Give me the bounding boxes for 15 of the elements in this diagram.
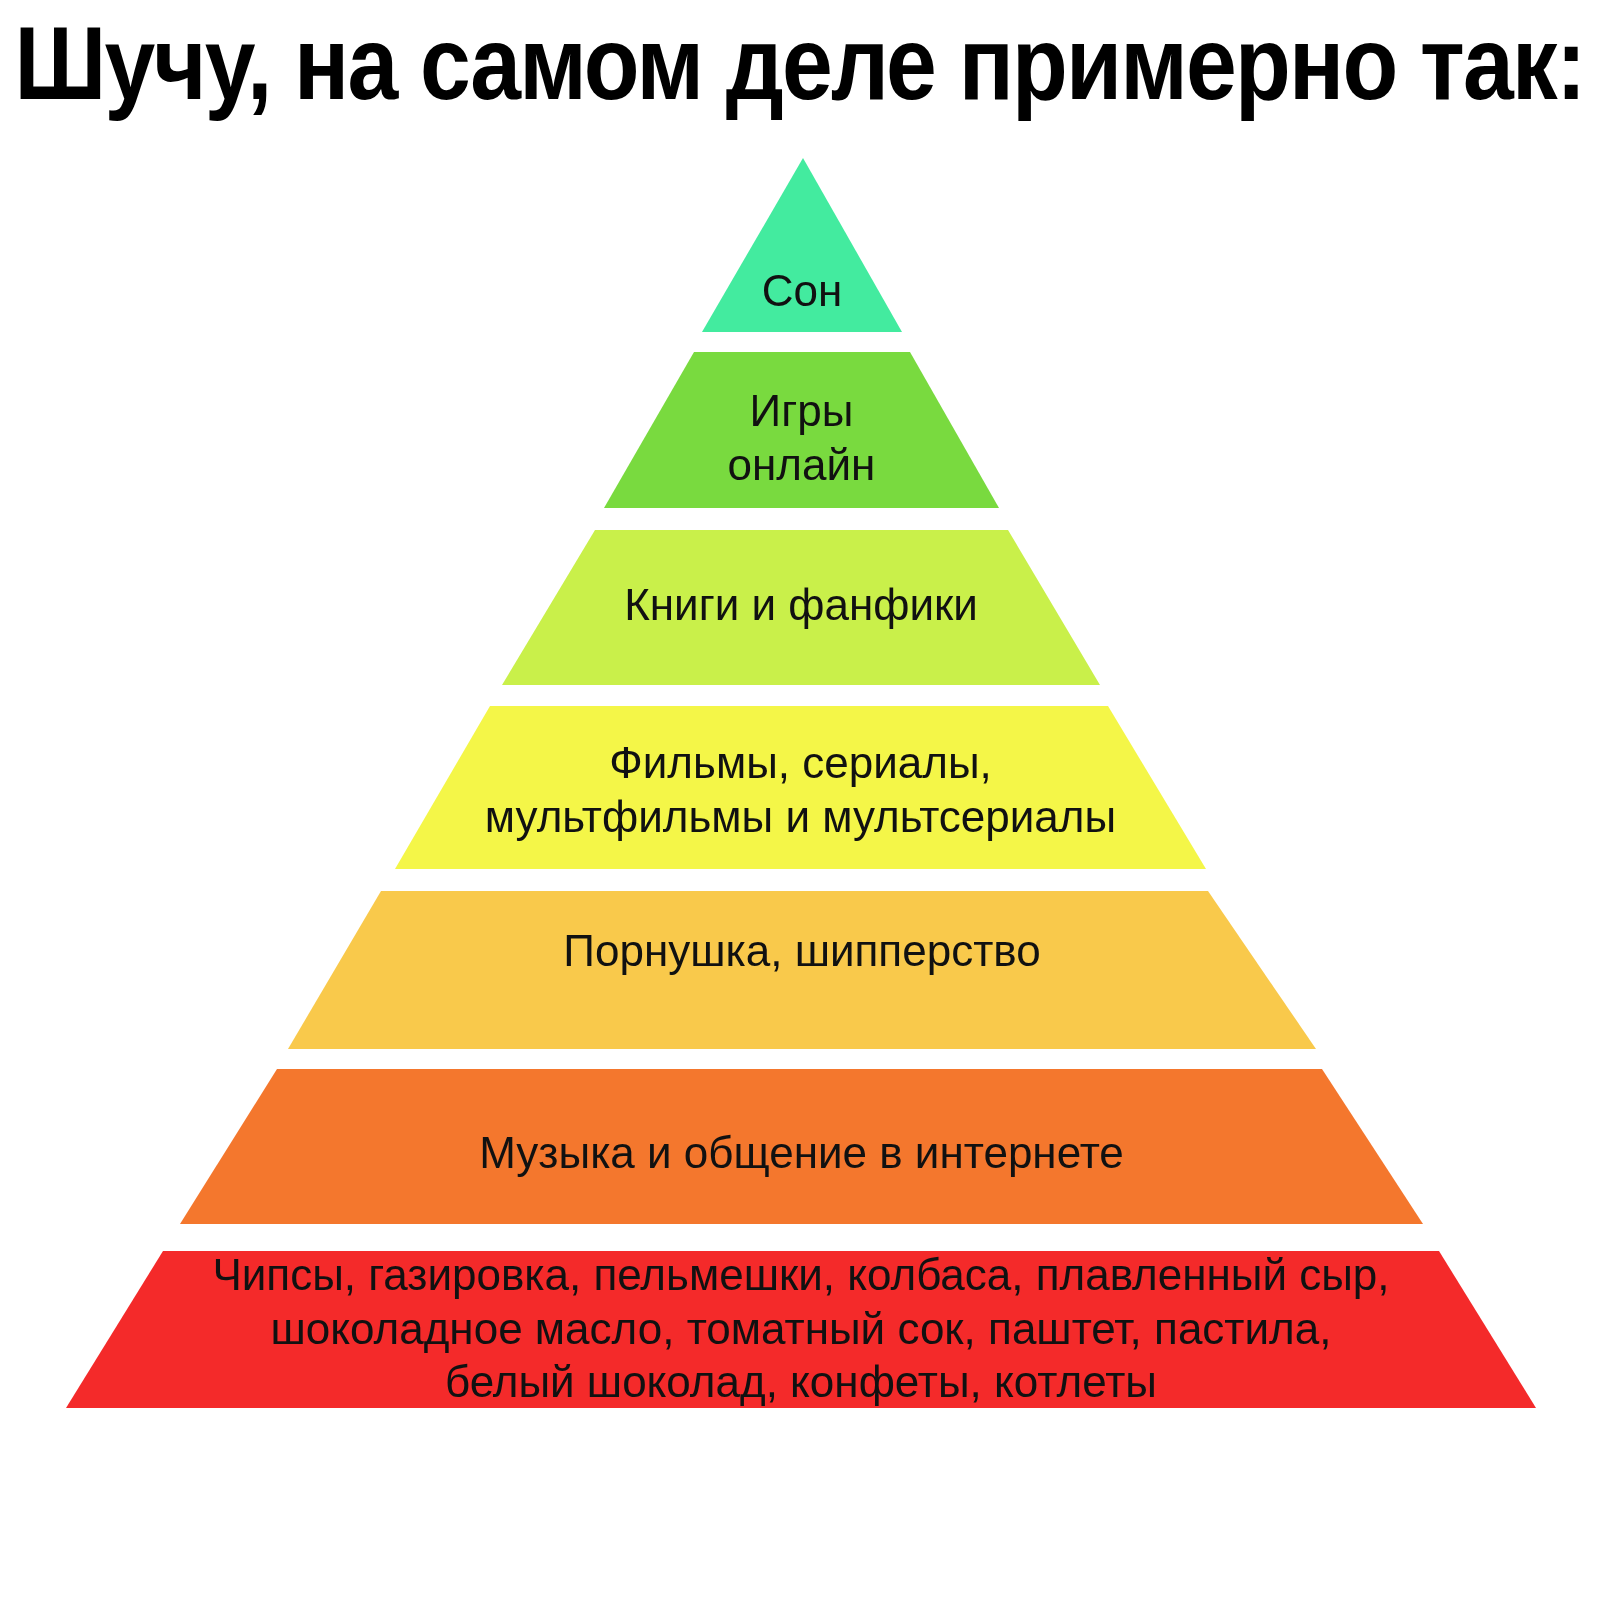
- pyramid-tier: [395, 706, 1206, 869]
- pyramid-tier: [502, 530, 1100, 685]
- pyramid-tier: [66, 1251, 1536, 1408]
- pyramid-tier: [180, 1069, 1423, 1224]
- tier-label: Музыка и общение в интернете: [479, 1127, 1124, 1180]
- tier-label: Игры онлайн: [726, 385, 877, 491]
- pyramid-tier: [288, 891, 1316, 1049]
- tier-label: Книги и фанфики: [624, 579, 978, 632]
- tier-label: Порнушка, шипперство: [563, 925, 1041, 978]
- pyramid-apex-triangle: [702, 158, 902, 332]
- tier-label: Сон: [761, 265, 843, 318]
- tier-label: Фильмы, сериалы, мультфильмы и мультсериалы: [483, 737, 1118, 843]
- pyramid-tier: [604, 352, 999, 508]
- title: Шучу, на самом деле примерно так:: [15, 4, 1585, 123]
- tier-label: Чипсы, газировка, пельмешки, колбаса, плавленный сыр, шоколадное масло, томатный сок, паштет, пастила, белый шоколад, конфеты, котлеты: [211, 1249, 1391, 1409]
